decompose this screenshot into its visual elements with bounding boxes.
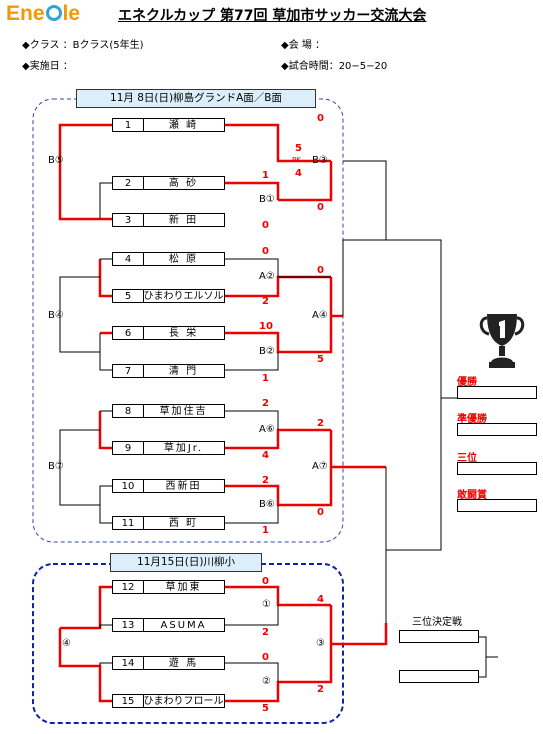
date-info: ◆実施日 ： bbox=[22, 61, 73, 72]
score: 0 bbox=[317, 113, 324, 124]
venue-info: ◆会 場 ： bbox=[281, 40, 326, 51]
score: 5 bbox=[262, 703, 269, 714]
award-winner-box bbox=[457, 386, 537, 399]
score: 4 bbox=[317, 594, 324, 605]
match-label: A④ bbox=[312, 310, 328, 321]
score: 1 bbox=[262, 525, 269, 536]
match-label: B⑤ bbox=[48, 155, 64, 166]
score: 2 bbox=[317, 418, 324, 429]
match-label: ④ bbox=[62, 638, 71, 649]
score: 0 bbox=[262, 652, 269, 663]
match-label: B④ bbox=[48, 310, 64, 321]
trophy-icon bbox=[479, 314, 525, 368]
third-place-title: 三位決定戦 bbox=[412, 617, 462, 628]
score: 0 bbox=[262, 220, 269, 231]
score: 0 bbox=[317, 202, 324, 213]
match-label: B⑦ bbox=[48, 461, 64, 472]
match-label: A② bbox=[259, 271, 275, 282]
match-label: B③ bbox=[312, 155, 328, 166]
match-label: ① bbox=[262, 599, 271, 610]
score: 2 bbox=[317, 684, 324, 695]
score: 0 bbox=[317, 507, 324, 518]
award-third-box bbox=[457, 462, 537, 475]
score: 0 bbox=[262, 576, 269, 587]
score: 2 bbox=[262, 296, 269, 307]
match-label: A⑥ bbox=[259, 424, 275, 435]
score: 1 bbox=[262, 170, 269, 181]
award-runner-up-label: 準優勝 bbox=[457, 414, 487, 425]
score: 2 bbox=[262, 398, 269, 409]
award-spirit-label: 敢闘賞 bbox=[457, 490, 487, 501]
award-runner-up-box bbox=[457, 423, 537, 436]
page-title: エネクルカップ 第77回 草加市サッカー交流大会 bbox=[118, 8, 427, 24]
match-label: B① bbox=[259, 194, 275, 205]
match-label: ② bbox=[262, 676, 271, 687]
venue-banner-1: 11月 8日(日)柳島グランドA面／B面 bbox=[76, 89, 316, 108]
third-place-box-2 bbox=[399, 670, 479, 683]
score: 0 bbox=[262, 246, 269, 257]
match-label: A⑦ bbox=[312, 461, 328, 472]
award-third-label: 三位 bbox=[457, 453, 477, 464]
score: 2 bbox=[262, 627, 269, 638]
class-info: ◆クラス ：Bクラス(5年生) bbox=[22, 40, 144, 51]
match-time-info: ◆試合時間：20−5−20 bbox=[281, 61, 388, 72]
match-label: B⑥ bbox=[259, 499, 275, 510]
match-label: B② bbox=[259, 346, 275, 357]
pk-mark: PK bbox=[292, 156, 301, 164]
award-winner-label: 優勝 bbox=[457, 377, 477, 388]
score: 4 bbox=[262, 450, 269, 461]
venue-banner-2: 11月15日(日)川柳小 bbox=[110, 553, 262, 572]
score: 5 bbox=[317, 354, 324, 365]
third-place-box-1 bbox=[399, 630, 479, 643]
score: 0 bbox=[317, 265, 324, 276]
upper-region-border bbox=[32, 98, 344, 543]
score: 5 bbox=[295, 143, 302, 154]
score: 4 bbox=[295, 168, 302, 179]
award-spirit-box bbox=[457, 499, 537, 512]
score: 10 bbox=[259, 321, 273, 332]
match-label: ③ bbox=[316, 638, 325, 649]
score: 1 bbox=[262, 373, 269, 384]
score: 2 bbox=[262, 475, 269, 486]
